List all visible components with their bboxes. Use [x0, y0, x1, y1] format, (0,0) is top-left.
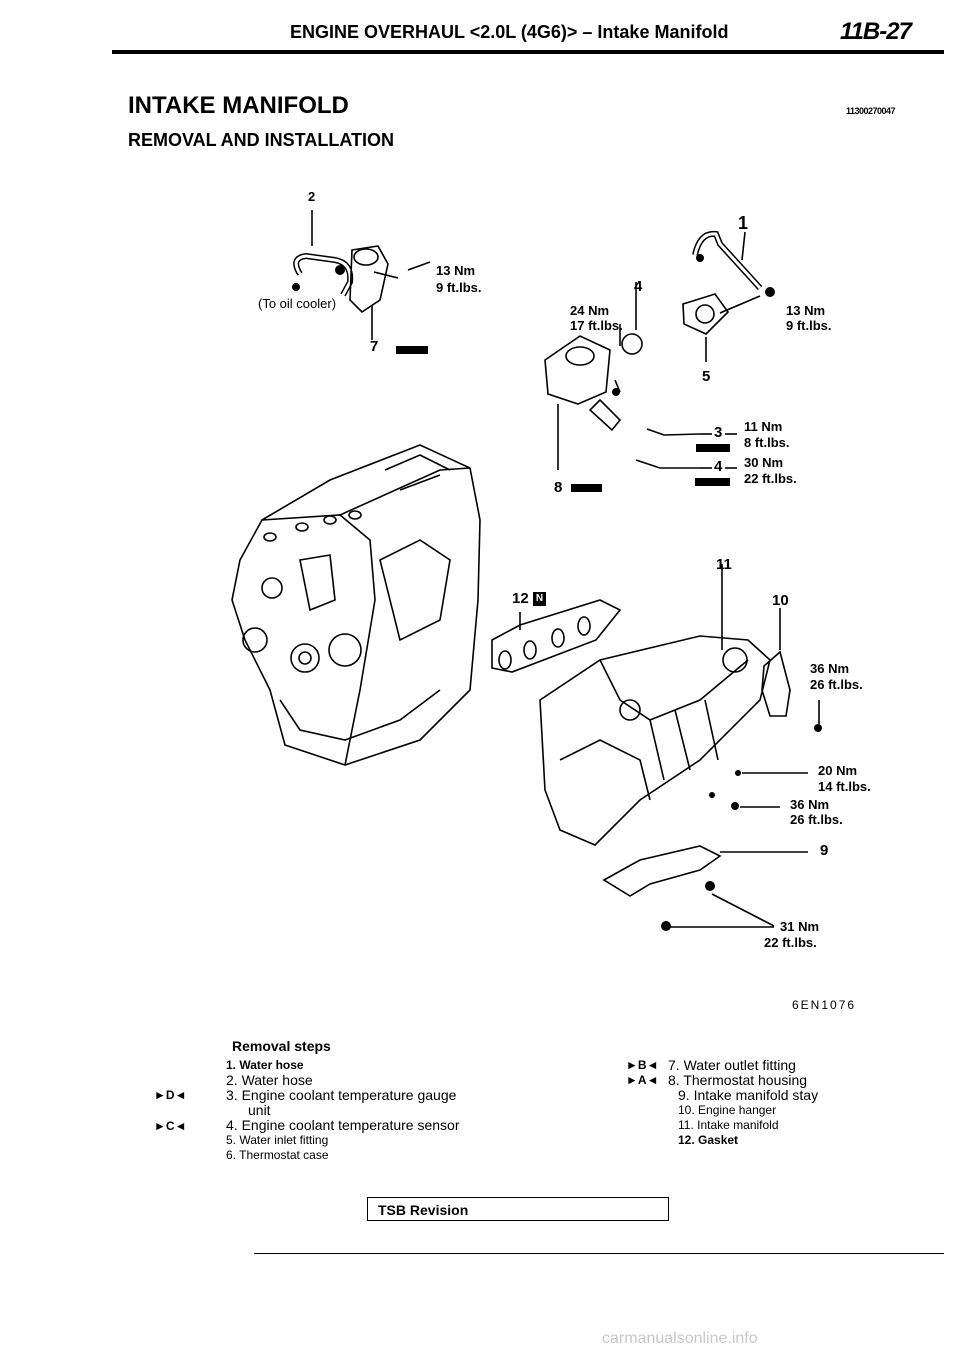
tsb-revision-box: TSB Revision — [367, 1197, 669, 1221]
installation-step-badge: ►A◄ — [626, 1073, 659, 1087]
torque-label: 11 Nm — [744, 419, 783, 434]
torque-label: 24 Nm — [570, 303, 610, 318]
torque-label: 36 Nm — [790, 797, 830, 812]
part-10-label: 10 — [772, 592, 789, 609]
part-1-label: 1 — [738, 213, 749, 233]
torque-label: 36 Nm — [810, 661, 850, 676]
part-5-label: 5 — [702, 368, 711, 385]
torque-label: 13 Nm — [436, 263, 476, 278]
torque-label: 17 ft.lbs. — [570, 318, 623, 333]
list-item: 9. Intake manifold stay — [678, 1087, 819, 1103]
torque-label: 26 ft.lbs. — [810, 677, 863, 692]
list-item: 10. Engine hanger — [678, 1103, 777, 1117]
part-7-label: 7 — [370, 338, 379, 355]
part-12-label: 12 — [512, 590, 529, 607]
torque-label: 8 ft.lbs. — [744, 435, 790, 450]
page-title: INTAKE MANIFOLD — [128, 92, 349, 119]
installation-step-badge: ►B◄ — [626, 1058, 659, 1072]
part-4-label: 4 — [714, 458, 723, 475]
oil-cooler-note: (To oil cooler) — [258, 296, 337, 311]
header-rule — [112, 50, 944, 54]
list-item: 11. Intake manifold — [678, 1118, 779, 1132]
footer-rule — [254, 1253, 944, 1254]
gasket-mark: N — [533, 592, 546, 606]
torque-label: 30 Nm — [744, 455, 784, 470]
figure-code: 6EN1076 — [792, 998, 857, 1012]
part-3-label: 3 — [714, 424, 723, 441]
list-item: 7. Water outlet fitting — [668, 1057, 796, 1073]
part-9-label: 9 — [820, 842, 829, 859]
footer-watermark: carmanualsonline.info — [602, 1330, 758, 1347]
list-item: 1. Water hose — [226, 1058, 304, 1072]
list-item: unit — [248, 1102, 271, 1118]
torque-label: 22 ft.lbs. — [744, 471, 797, 486]
torque-label: 20 Nm — [818, 763, 858, 778]
list-item: 5. Water inlet fitting — [226, 1133, 329, 1147]
torque-label: 26 ft.lbs. — [790, 812, 843, 827]
document-code: 11300270047 — [846, 106, 896, 116]
list-item: 3. Engine coolant temperature gauge — [226, 1087, 457, 1103]
section-title: REMOVAL AND INSTALLATION — [128, 130, 394, 150]
part-11-label: 11 — [716, 556, 732, 573]
torque-label: 22 ft.lbs. — [764, 935, 817, 950]
part-8-label: 8 — [554, 479, 563, 496]
list-item: 12. Gasket — [678, 1133, 739, 1147]
removal-steps-title: Removal steps — [232, 1038, 331, 1054]
torque-label: 9 ft.lbs. — [436, 280, 482, 295]
installation-step-badge: ►D◄ — [154, 1088, 187, 1102]
list-item: 8. Thermostat housing — [668, 1072, 808, 1088]
installation-step-badge: ►C◄ — [154, 1119, 187, 1133]
torque-label: 14 ft.lbs. — [818, 779, 871, 794]
list-item: 6. Thermostat case — [226, 1148, 329, 1162]
torque-label: 9 ft.lbs. — [786, 318, 832, 333]
page-number: 11B-27 — [840, 18, 912, 45]
removal-steps-right: 7. Water outlet fitting 8. Thermostat ho… — [668, 1058, 818, 1148]
part-2-label: 2 — [308, 189, 316, 204]
list-item: 2. Water hose — [226, 1072, 313, 1088]
header-title: ENGINE OVERHAUL <2.0L (4G6)> – Intake Ma… — [290, 22, 729, 42]
torque-label: 13 Nm — [786, 303, 826, 318]
list-item: 4. Engine coolant temperature sensor — [226, 1117, 460, 1133]
removal-steps-left: 1. Water hose 2. Water hose 3. Engine co… — [226, 1058, 460, 1163]
torque-label: 31 Nm — [780, 919, 820, 934]
part-4-label: 4 — [634, 278, 643, 295]
